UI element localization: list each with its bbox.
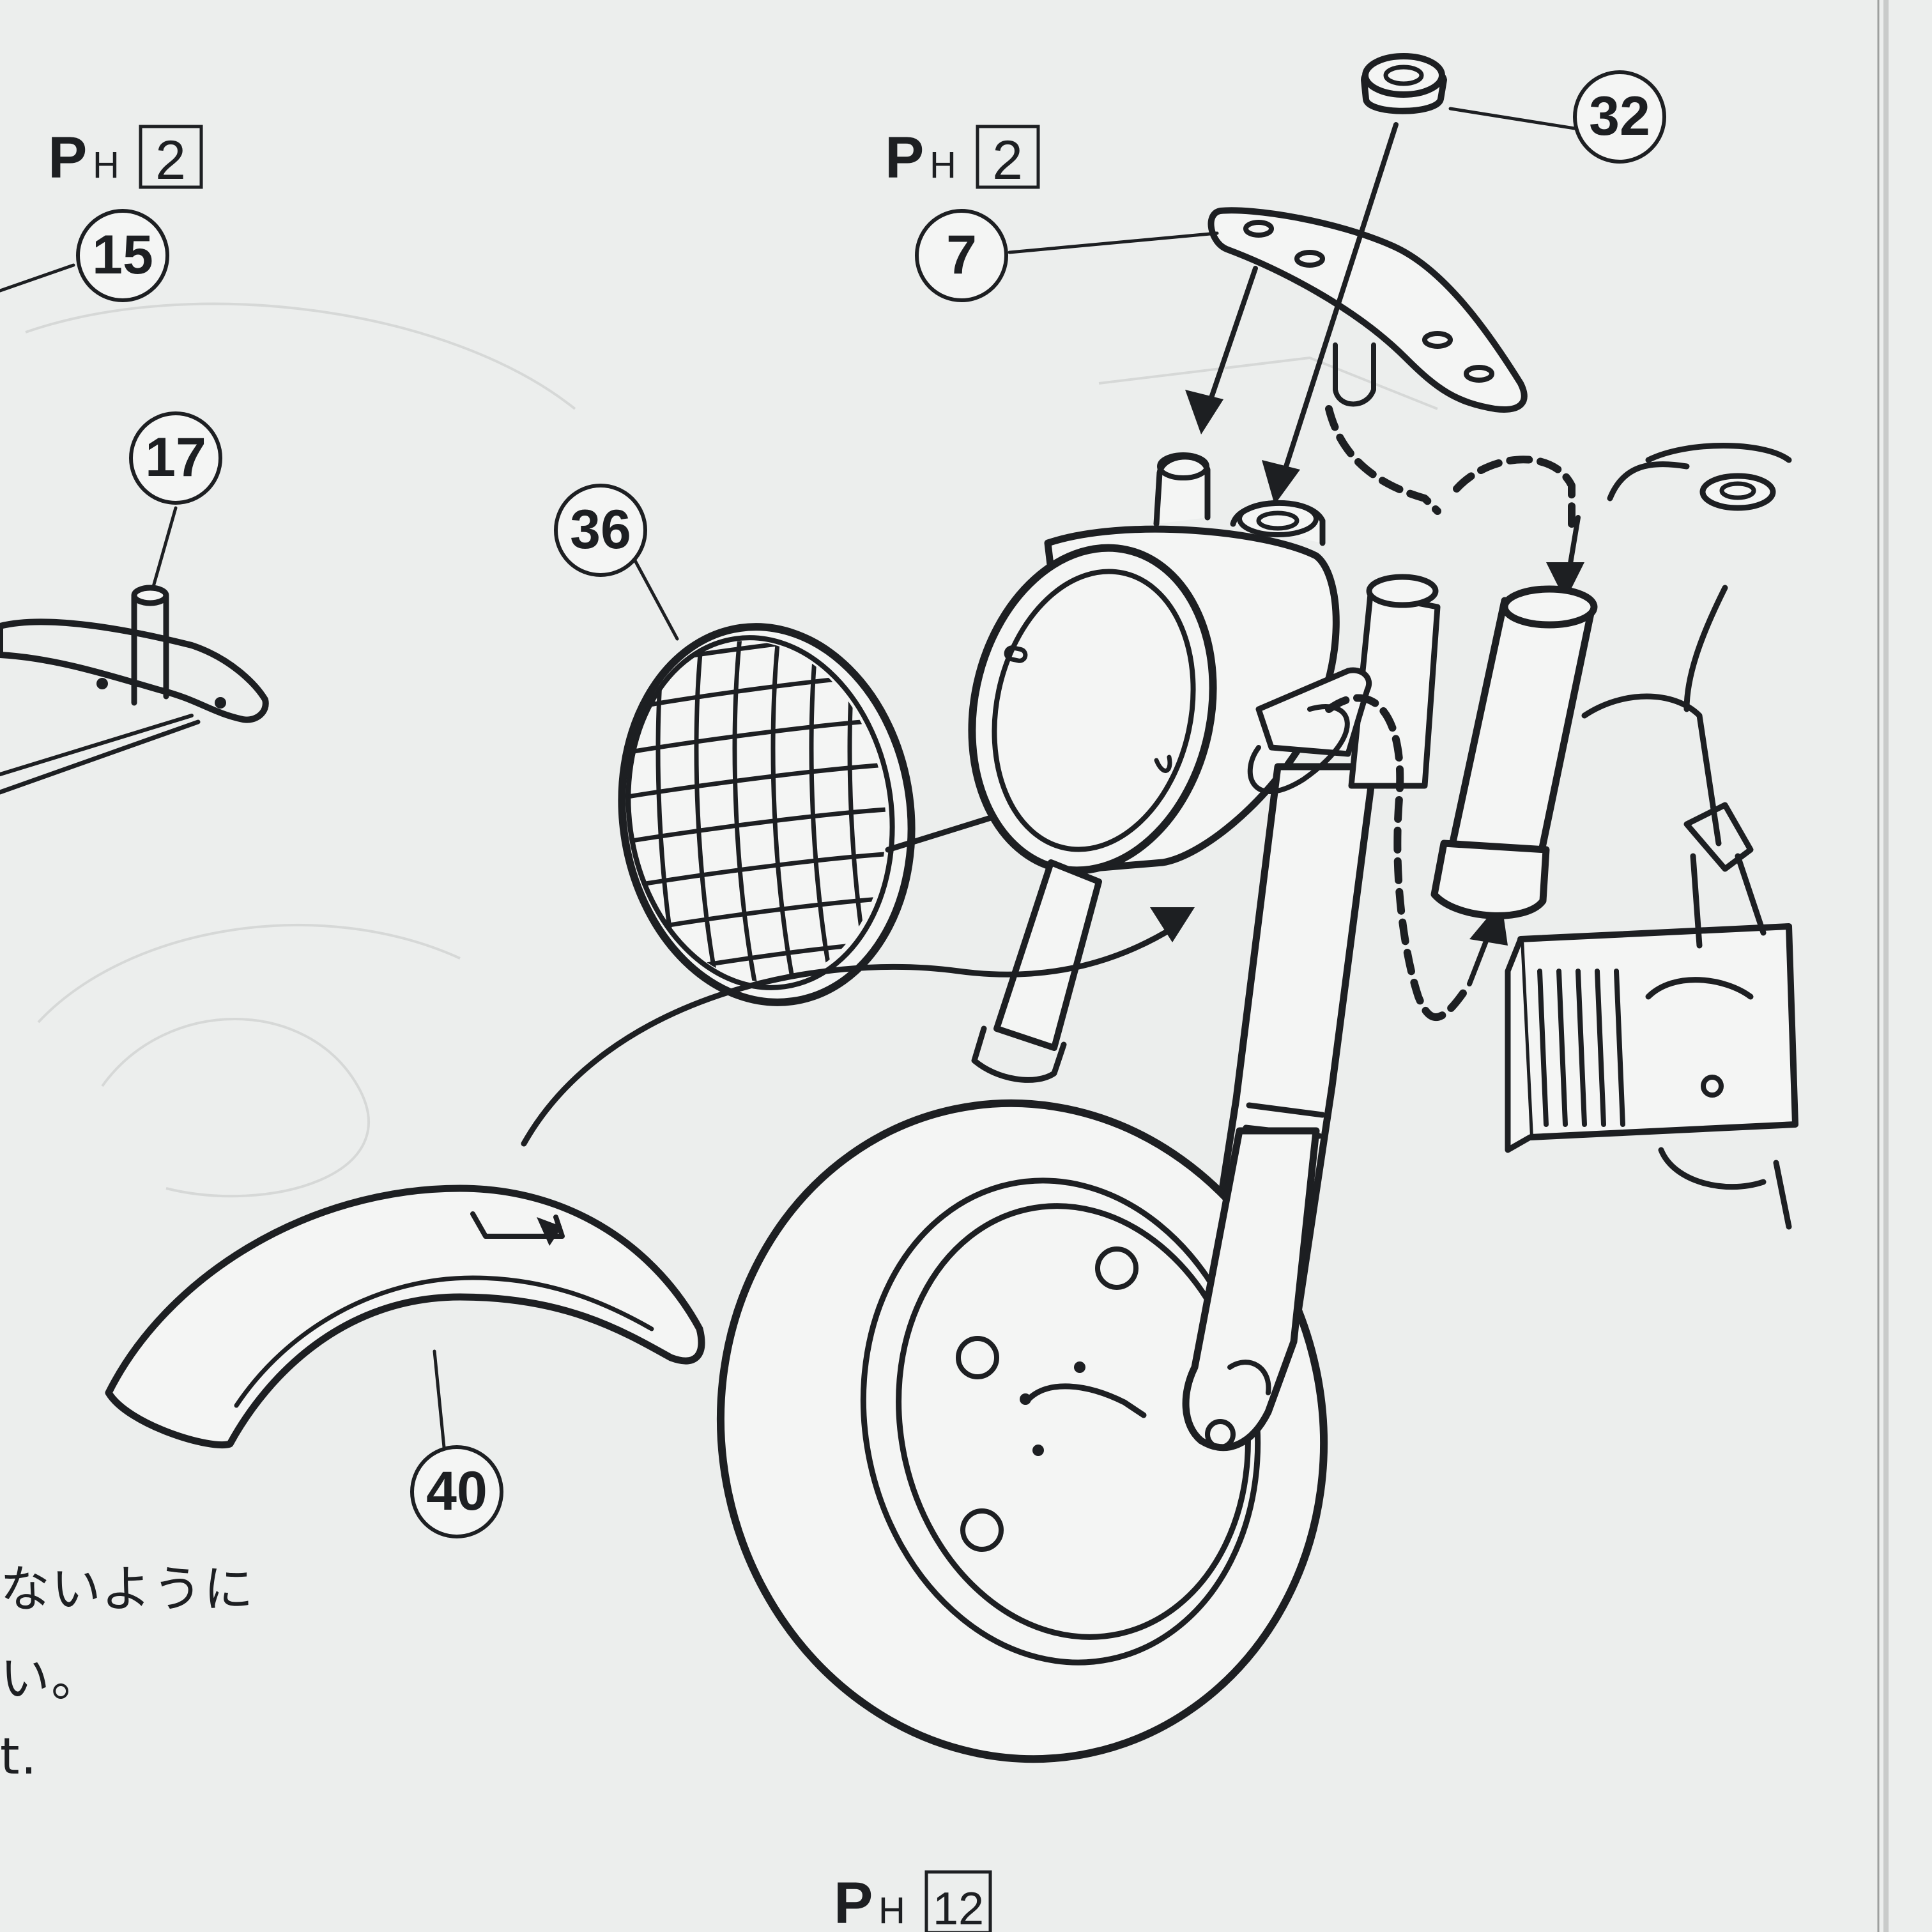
leader-15 bbox=[0, 263, 75, 293]
svg-text:2: 2 bbox=[992, 130, 1023, 191]
arrow-cable-to-coil bbox=[1546, 515, 1584, 601]
svg-text:P: P bbox=[834, 1871, 873, 1932]
svg-text:17: 17 bbox=[145, 427, 206, 488]
svg-text:36: 36 bbox=[570, 499, 631, 560]
arrow-fender-to-fork bbox=[521, 907, 1195, 1147]
svg-text:H: H bbox=[93, 144, 119, 186]
part-17-rail bbox=[0, 506, 269, 795]
engine bbox=[1505, 443, 1798, 1230]
part-40-fender bbox=[105, 1184, 705, 1448]
ph-label-center: P H 2 bbox=[885, 125, 1040, 191]
svg-text:12: 12 bbox=[933, 1883, 984, 1932]
part-36-headlight-lens bbox=[614, 554, 916, 1006]
svg-text:32: 32 bbox=[1589, 86, 1650, 147]
badge-32: 32 bbox=[1573, 70, 1666, 164]
badge-15: 15 bbox=[76, 209, 169, 302]
note-line-2: い。 bbox=[0, 1650, 103, 1708]
badge-7: 7 bbox=[915, 209, 1008, 302]
part-7-top-bracket bbox=[1208, 207, 1528, 413]
svg-text:H: H bbox=[930, 144, 956, 186]
cable-dashed bbox=[1247, 405, 1575, 1021]
arrow-32-to-post bbox=[1262, 122, 1399, 505]
leader-40 bbox=[433, 1349, 446, 1449]
ph-label-bottom: P H 12 bbox=[834, 1870, 992, 1932]
badge-40: 40 bbox=[410, 1445, 503, 1538]
svg-text:15: 15 bbox=[92, 224, 153, 286]
svg-text:40: 40 bbox=[426, 1460, 487, 1522]
badge-17: 17 bbox=[129, 411, 222, 505]
leader-7 bbox=[1008, 231, 1219, 254]
svg-text:P: P bbox=[48, 125, 87, 190]
leader-32 bbox=[1448, 107, 1593, 133]
coil-cylinder bbox=[1430, 585, 1598, 919]
badge-36: 36 bbox=[554, 484, 647, 577]
note-line-1: ないように bbox=[0, 1561, 255, 1618]
front-wheel bbox=[716, 1099, 1328, 1763]
arrow-bracket-left-post bbox=[1185, 266, 1258, 434]
note-line-3: t. bbox=[0, 1728, 38, 1786]
ph-label-left: P H 2 bbox=[48, 125, 203, 191]
svg-text:P: P bbox=[885, 125, 924, 190]
part-32-cap bbox=[1361, 53, 1447, 114]
headlight-bucket bbox=[968, 452, 1340, 875]
svg-text:2: 2 bbox=[155, 130, 186, 191]
svg-text:7: 7 bbox=[946, 224, 977, 286]
svg-text:H: H bbox=[878, 1890, 905, 1931]
